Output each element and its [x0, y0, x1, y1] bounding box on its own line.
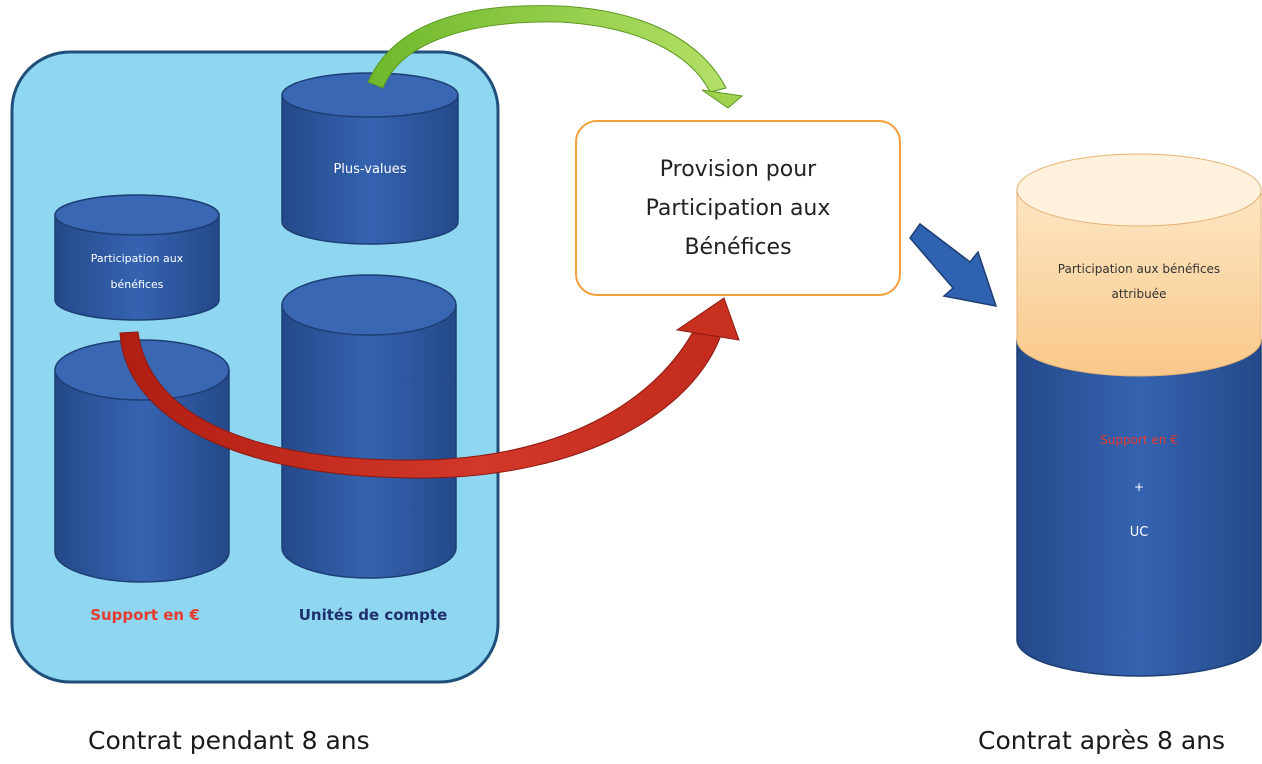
units-cylinder: [281, 274, 457, 579]
units-label: Unités de compte: [299, 606, 448, 624]
right-support-label: Support en €: [1100, 433, 1178, 447]
pb-attribuee-line2: attribuée: [1111, 287, 1166, 301]
caption-left: Contrat pendant 8 ans: [88, 726, 370, 755]
right-plus-sign: +: [1134, 480, 1144, 494]
plus-values-label: Plus-values: [333, 162, 406, 177]
participation-cylinder: Participation aux bénéfices: [54, 194, 220, 321]
provision-line3: Bénéfices: [684, 234, 792, 260]
pb-attribuee-line1: Participation aux bénéfices: [1058, 262, 1220, 276]
plus-values-cylinder: Plus-values: [281, 72, 459, 245]
green-arrow: [367, 5, 744, 109]
blue-arrow: [909, 222, 998, 307]
provision-line1: Provision pour: [659, 156, 817, 182]
support-euro-label: Support en €: [90, 606, 200, 624]
participation-label-line2: bénéfices: [111, 278, 164, 291]
right-uc-label: UC: [1130, 525, 1149, 540]
provision-box: Provision pour Participation aux Bénéfic…: [575, 120, 901, 296]
participation-label-line1: Participation aux: [91, 252, 184, 265]
provision-line2: Participation aux: [645, 195, 831, 221]
red-arrow: [119, 297, 740, 479]
right-cylinder: Participation aux bénéfices attribuée Su…: [1016, 153, 1262, 677]
caption-right: Contrat après 8 ans: [978, 726, 1226, 755]
